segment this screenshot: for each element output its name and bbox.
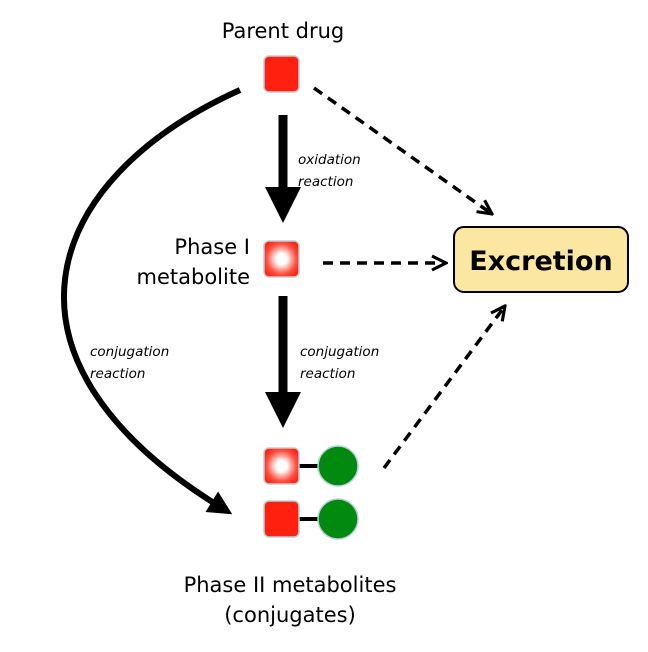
excretion-label: Excretion [469, 246, 612, 277]
parent-drug-square [263, 55, 300, 93]
conjugation-left-label-line1: conjugation [90, 344, 169, 360]
conjugate-group-circle-1 [317, 445, 359, 487]
phase2-conjugate-square-1 [263, 447, 300, 485]
conjugation-mid-label-line1: conjugation [300, 344, 379, 360]
oxidation-label-line2: reaction [298, 174, 353, 190]
phase2-conjugate-square-2 [263, 500, 300, 538]
conjugate-group-circle-2 [317, 498, 359, 540]
phase1-metabolite-square [263, 240, 300, 278]
oxidation-label-line1: oxidation [298, 152, 361, 168]
conjugation-left-label-line2: reaction [90, 366, 145, 382]
parent-drug-label: Parent drug [222, 19, 345, 43]
excretion-arrow-phase2 [382, 306, 505, 470]
conjugation-arrow-parent [61, 87, 242, 515]
excretion-arrow-parent [312, 86, 492, 214]
excretion-box [453, 226, 629, 293]
conjugation-mid-label-line2: reaction [300, 366, 355, 382]
phase1-label-line2: metabolite [137, 265, 250, 289]
phase2-label-line1: Phase II metabolites [184, 573, 397, 597]
phase1-label-line1: Phase I [174, 235, 250, 259]
phase2-label-line2: (conjugates) [224, 603, 356, 627]
